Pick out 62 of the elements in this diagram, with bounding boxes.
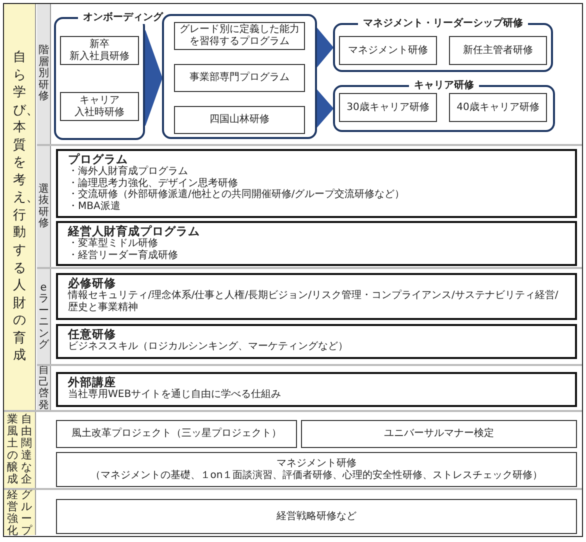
program-box [60,36,139,65]
program-name: マネジメント研修 [276,458,356,470]
program-box [56,452,577,487]
program-box [174,64,305,92]
card-heading: 外部講座 [68,375,117,389]
card-text: 情報セキュリティ/理念体系/仕事と人権/長期ビジョン/リスク管理・コンプライアンス/サステナビリティ経営/歴史と事業精神 [68,290,560,314]
program-card [56,149,577,218]
list-item: ・MBA派遣 [68,200,122,212]
program-name: 新卒 [90,38,110,50]
program-card [56,372,577,407]
program-box [56,420,297,448]
list-item: ・論理思考力強化、デザイン思考研修 [68,178,238,189]
list-item: ・経営リーダー育成研修 [68,250,179,262]
program-box [339,36,437,65]
program-card [56,324,577,359]
program-detail: （マネジメントの基礎、１on１面談演習、評価者研修、心理的安全性研修、ストレスチェック研修） [90,470,543,482]
program-name: ユニバーサルマナー検定 [384,428,494,440]
program-name: キャリア [80,94,120,106]
program-card [56,221,577,266]
program-name: 新任主管者研修 [463,44,533,56]
program-group [162,14,317,139]
program-card [56,273,577,320]
card-heading: 任意研修 [68,327,117,341]
list-item: ・海外人財育成プログラム [68,166,189,178]
group-heading: キャリア研修 [409,79,479,92]
program-name: 経営戦略研修など [276,510,356,522]
group-heading: マネジメント・リーダーシップ研修 [358,17,528,30]
program-name: マネジメント研修 [348,44,428,56]
program-detail: 入社時研修 [74,106,124,118]
program-box [449,93,547,122]
chevron-arrow [316,27,334,68]
category-band [37,4,51,144]
program-box [174,22,305,50]
chevron-arrow [144,30,163,126]
category-label: 階層別研修 [38,45,49,103]
program-box [339,93,437,122]
card-heading: プログラム [68,152,128,166]
category-band [37,269,51,364]
program-box [56,499,577,534]
program-name: 40歳キャリア研修 [456,102,540,114]
list-item: ・変革型ミドル研修 [68,238,159,250]
program-name: 四国山林研修 [210,114,270,126]
category-label: eラーニング [38,282,49,352]
list-item: ・交流研修（外部研修派遣/他社との共同開催研修/グループ交流研修など） [68,189,406,200]
program-name: 事業部専門プログラム [190,72,290,84]
card-text: ビジネススキル（ロジカルシンキング、マーケティングなど） [68,341,349,353]
program-detail: 新入社員研修 [70,50,130,62]
category-label: 選抜研修 [38,183,49,230]
category-band [37,146,51,267]
program-box [301,420,577,448]
category-band [4,4,36,410]
program-name: 30歳キャリア研修 [346,102,430,114]
program-name: グレード別に定義した能力を習得するプログラム [178,24,300,48]
program-box [449,36,547,65]
card-heading: 経営人財育成プログラム [68,224,201,238]
program-box [60,92,139,121]
card-text: 当社専用WEBサイトを通じ自由に学べる仕組み [68,389,282,401]
category-label: 自由闊達な企業風土の醸成 [7,414,32,486]
program-box [174,106,305,134]
chevron-arrow [316,88,334,128]
program-name: 風土改革プロジェクト（三ッ星プロジェクト） [72,428,282,440]
card-heading: 必修研修 [68,276,117,290]
